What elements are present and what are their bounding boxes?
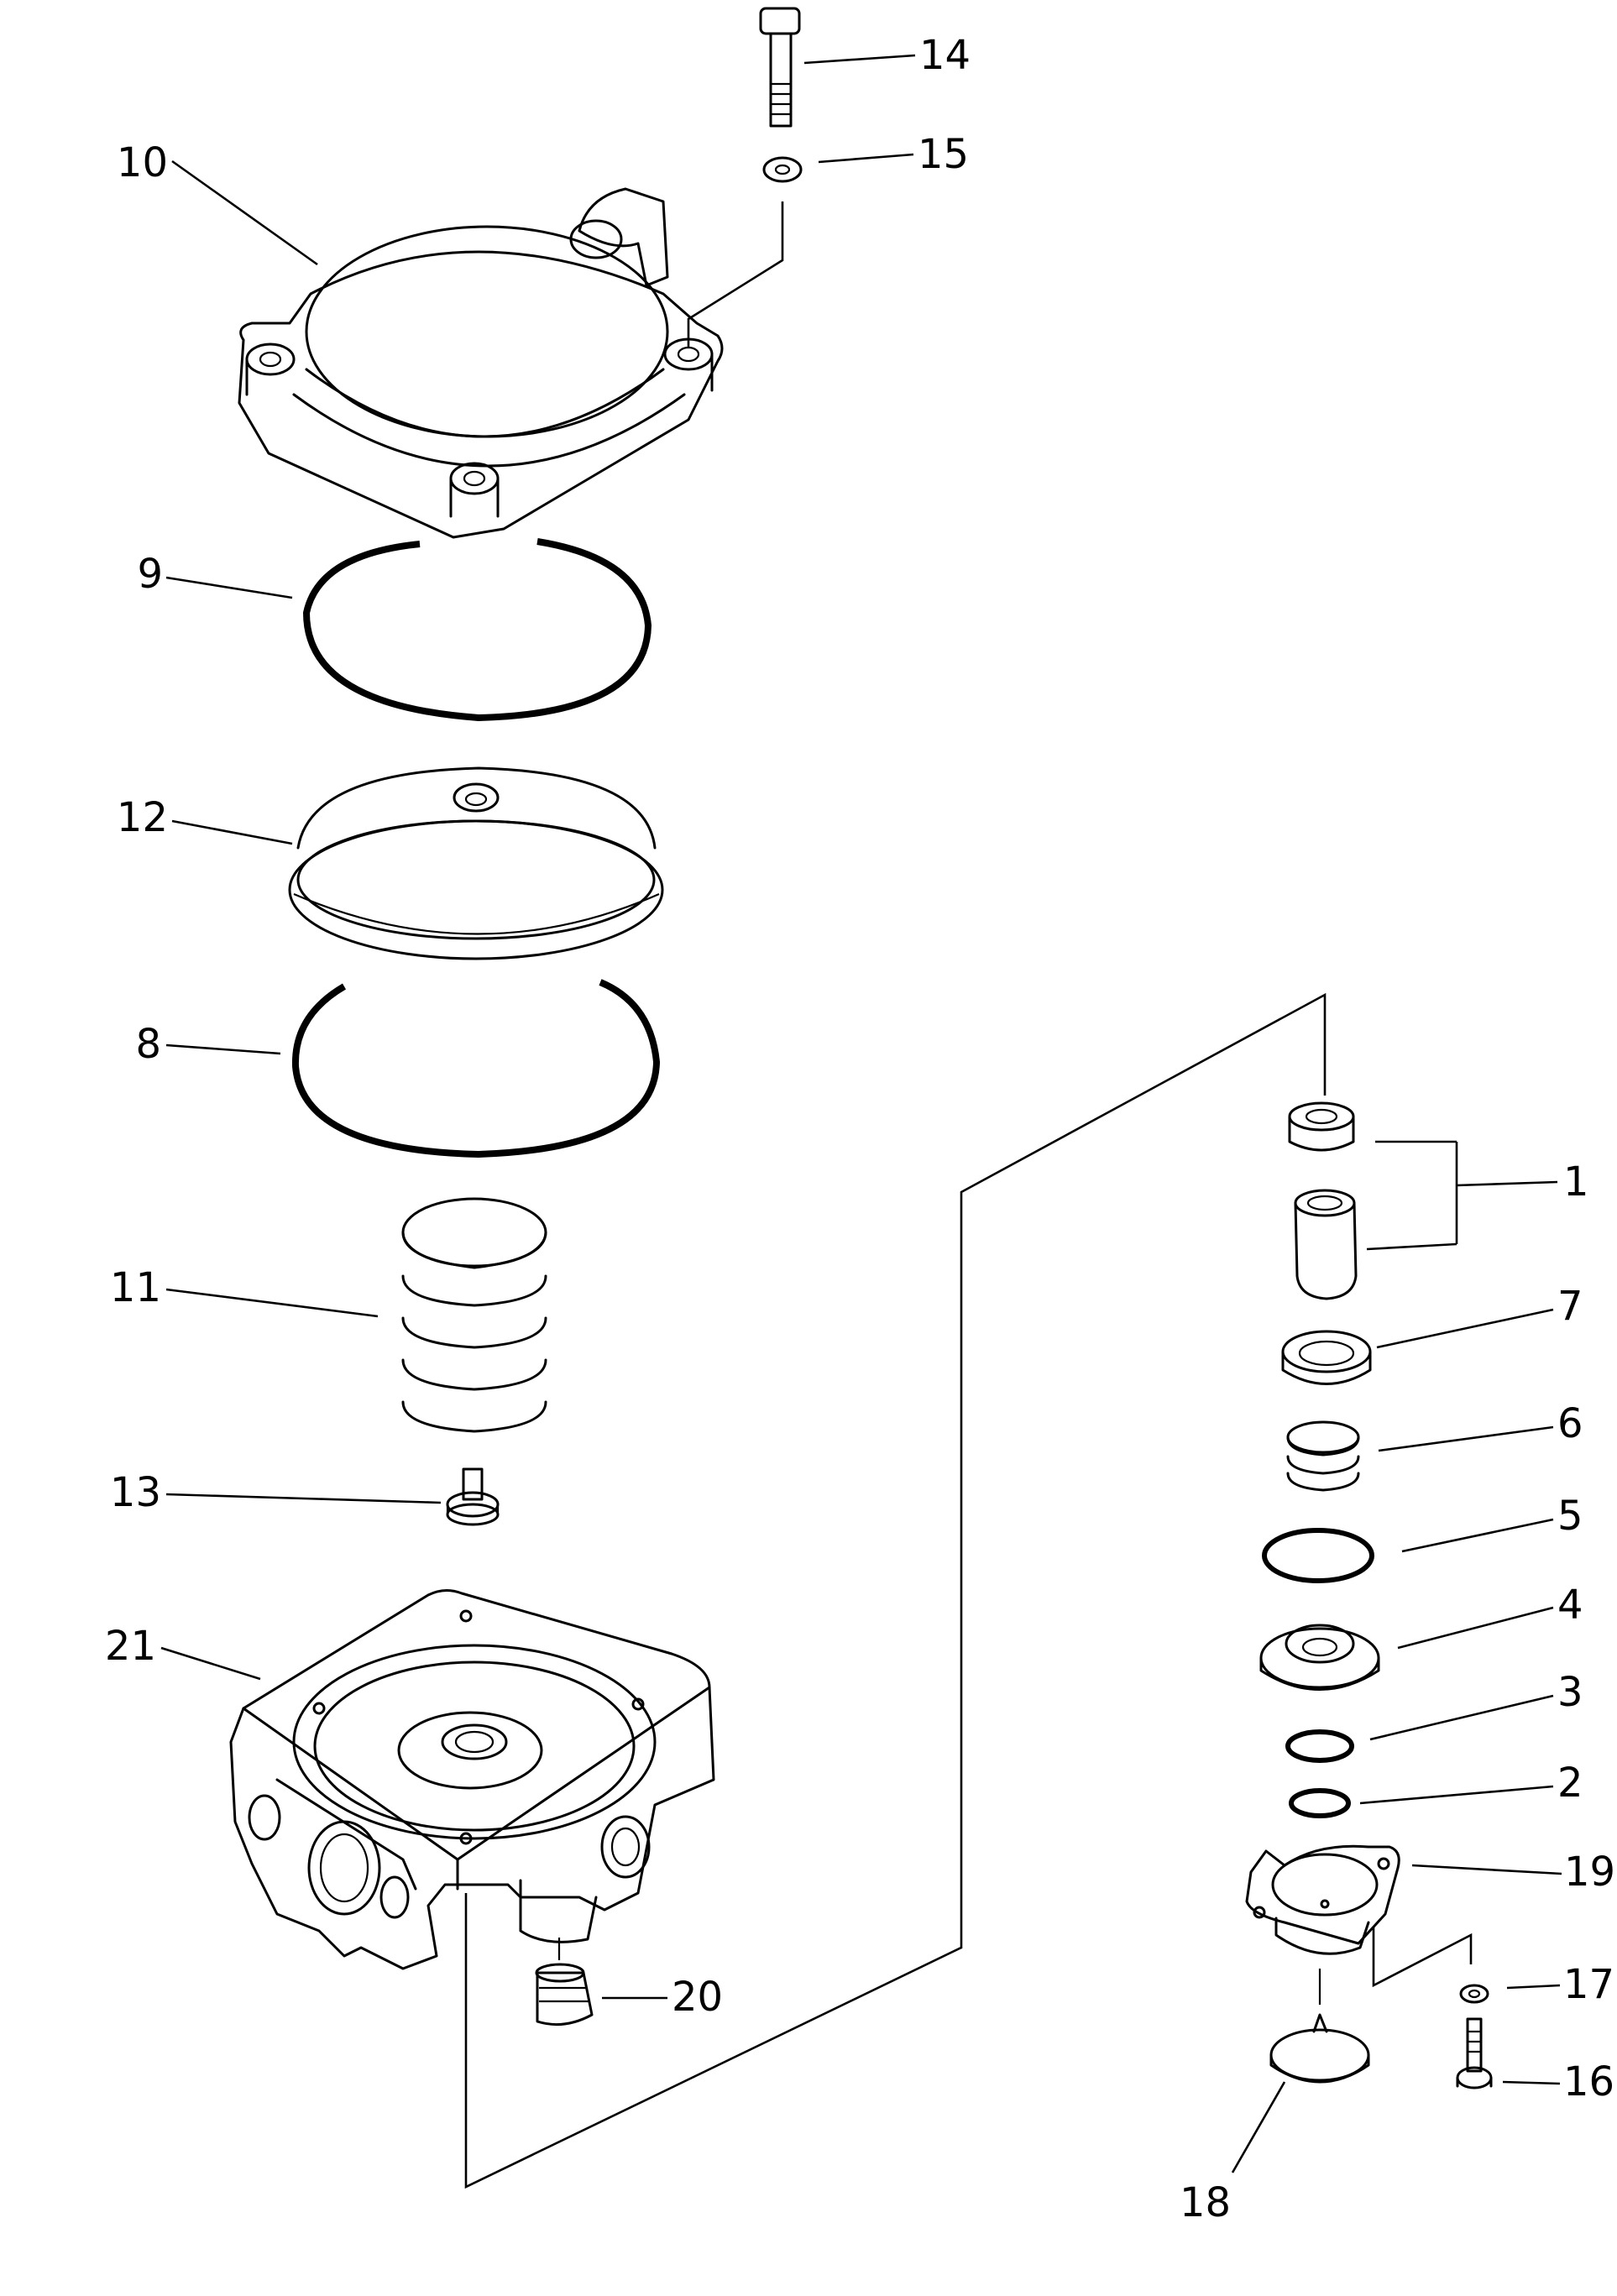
part-10-cover bbox=[238, 187, 724, 539]
callout-8: 8 bbox=[135, 1021, 161, 1068]
callout-labels: 14 15 10 9 12 8 11 13 21 20 1 7 6 5 4 3 … bbox=[105, 32, 1615, 2226]
part-1-valve-seat bbox=[1288, 1101, 1355, 1152]
part-5-o-ring bbox=[1262, 1528, 1374, 1583]
callout-12: 12 bbox=[117, 794, 168, 841]
callout-15: 15 bbox=[918, 131, 969, 178]
callout-9: 9 bbox=[137, 551, 163, 598]
part-2-o-ring bbox=[1289, 1788, 1351, 1818]
part-8-o-ring bbox=[291, 979, 661, 1158]
callout-4: 4 bbox=[1557, 1582, 1583, 1629]
part-7-retainer bbox=[1281, 1330, 1372, 1385]
part-16-bolt bbox=[1456, 2017, 1493, 2089]
callout-11: 11 bbox=[110, 1264, 161, 1311]
bolt-assembly-line bbox=[687, 201, 784, 348]
callout-18: 18 bbox=[1180, 2179, 1231, 2226]
leader-lines bbox=[160, 54, 1562, 2173]
part-19-flange bbox=[1245, 1844, 1400, 1955]
callout-21: 21 bbox=[105, 1623, 156, 1670]
flange-bolt-line bbox=[1372, 1927, 1473, 1988]
part-11-spring bbox=[401, 1197, 547, 1433]
part-21-body bbox=[229, 1589, 715, 1970]
callout-13: 13 bbox=[110, 1469, 161, 1516]
part-6-small-spring bbox=[1286, 1420, 1360, 1492]
callout-14: 14 bbox=[919, 32, 971, 79]
part-15-washer bbox=[762, 156, 803, 183]
part-9-o-ring bbox=[302, 538, 652, 722]
part-20-plug bbox=[535, 1938, 594, 2027]
part-1-valve-sleeve bbox=[1294, 1189, 1358, 1300]
part-12-diaphragm bbox=[288, 766, 664, 960]
callout-2: 2 bbox=[1557, 1760, 1583, 1807]
callout-20: 20 bbox=[672, 1974, 723, 2021]
part-13-screw bbox=[446, 1467, 500, 1526]
callout-3: 3 bbox=[1557, 1669, 1583, 1716]
assembly-path-line bbox=[464, 992, 1327, 2189]
part-18-check-valve bbox=[1269, 2013, 1370, 2084]
callout-16: 16 bbox=[1563, 2058, 1614, 2105]
part-17-washer bbox=[1459, 1984, 1489, 2004]
part-14-bolt bbox=[759, 7, 801, 128]
callout-19: 19 bbox=[1564, 1849, 1615, 1896]
callout-1: 1 bbox=[1563, 1158, 1589, 1206]
callout-10: 10 bbox=[117, 139, 168, 186]
callout-5: 5 bbox=[1557, 1493, 1583, 1540]
callout-17: 17 bbox=[1563, 1961, 1614, 2008]
callout-7: 7 bbox=[1557, 1283, 1583, 1330]
callout-6: 6 bbox=[1557, 1400, 1583, 1447]
part-3-o-ring bbox=[1285, 1729, 1354, 1763]
part-4-valve-body bbox=[1259, 1624, 1380, 1691]
